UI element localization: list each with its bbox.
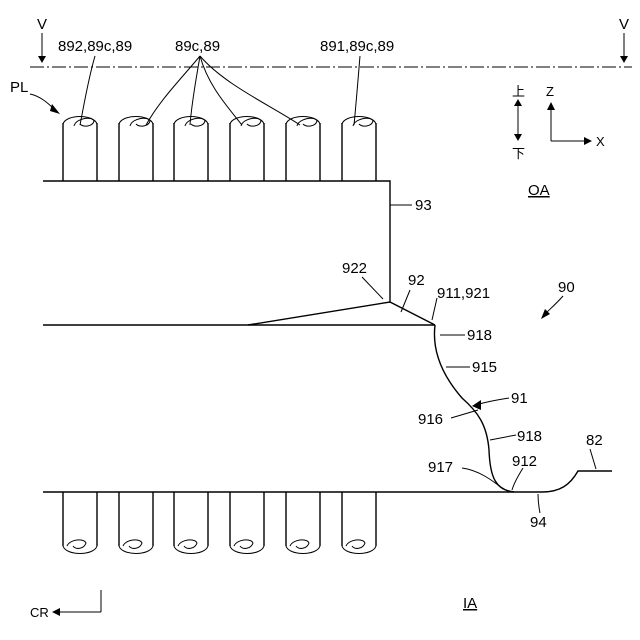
- leader-922: [362, 277, 383, 299]
- label-918-upper: 918: [467, 327, 492, 344]
- lower-pillar: [230, 492, 264, 554]
- label-90: 90: [558, 279, 575, 296]
- lower-pillar: [174, 492, 208, 554]
- svg-text:上: 上: [512, 84, 525, 99]
- label-ia: IA: [463, 595, 477, 612]
- leader-89c-3: [200, 56, 242, 125]
- leader-891: [354, 56, 360, 125]
- leader-82: [590, 449, 596, 469]
- leader-94: [538, 494, 540, 513]
- label-922: 922: [342, 260, 367, 277]
- leader-918-lower: [490, 435, 516, 440]
- lower-pillars: [63, 492, 376, 554]
- svg-text:下: 下: [512, 146, 525, 161]
- label-pl: PL: [10, 79, 28, 96]
- svg-text:V: V: [37, 16, 47, 33]
- label-91: 91: [511, 390, 528, 407]
- axis-legend: 上 下 Z X: [512, 84, 605, 161]
- label-89c-middle: 89c,89: [175, 38, 220, 55]
- label-911: 911,921: [437, 285, 490, 302]
- upper-pillars: [63, 117, 376, 182]
- label-912: 912: [512, 453, 537, 470]
- label-918-lower: 918: [517, 428, 542, 445]
- label-93: 93: [415, 197, 432, 214]
- leader-892: [80, 56, 95, 125]
- upper-pillar: [230, 117, 264, 182]
- upper-pillar: [119, 117, 153, 182]
- label-94: 94: [530, 514, 547, 531]
- leader-89c-1: [146, 56, 200, 125]
- bottom-boundary: [43, 471, 612, 492]
- leader-916: [451, 410, 478, 418]
- upper-pillar: [342, 117, 376, 182]
- cr-direction: CR: [30, 590, 101, 620]
- label-917: 917: [428, 459, 453, 476]
- leader-912: [512, 468, 523, 490]
- pl-arrowhead: [50, 104, 60, 114]
- upper-boundary: [43, 181, 390, 302]
- lower-pillar: [119, 492, 153, 554]
- label-82: 82: [586, 432, 603, 449]
- leader-89c-4: [200, 56, 300, 125]
- label-916: 916: [418, 411, 443, 428]
- upper-pillar: [286, 117, 320, 182]
- label-891: 891,89c,89: [320, 38, 394, 55]
- svg-text:CR: CR: [30, 605, 49, 620]
- wedge-922: [248, 302, 435, 325]
- upper-pillar: [174, 117, 208, 182]
- lower-pillar: [286, 492, 320, 554]
- label-92: 92: [408, 272, 425, 289]
- leader-92: [401, 290, 410, 312]
- lower-pillar: [342, 492, 376, 554]
- section-mark-right: V: [619, 16, 629, 63]
- label-892: 892,89c,89: [58, 38, 132, 55]
- section-mark-left: V: [37, 16, 47, 63]
- svg-text:V: V: [619, 16, 629, 33]
- svg-text:X: X: [596, 134, 605, 149]
- lower-pillar: [63, 492, 97, 554]
- upper-pillar: [63, 117, 97, 182]
- leader-917: [462, 468, 503, 489]
- svg-text:Z: Z: [546, 84, 554, 99]
- label-oa: OA: [528, 182, 550, 199]
- label-915: 915: [472, 359, 497, 376]
